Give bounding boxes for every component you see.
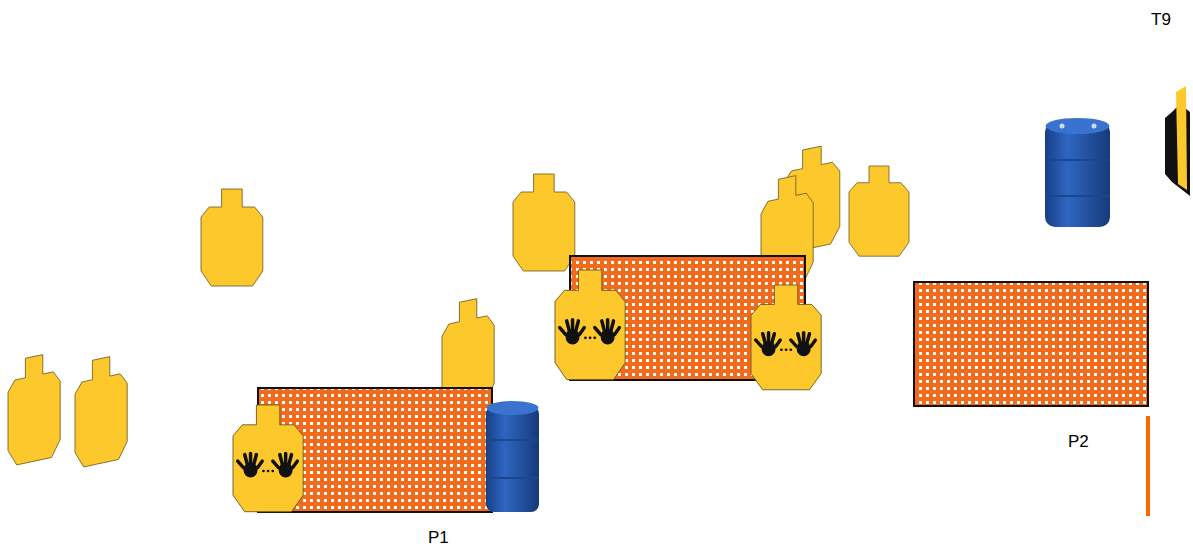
position-label: P1 bbox=[428, 528, 449, 548]
shoot-target bbox=[849, 166, 909, 256]
no-shoot-target bbox=[233, 405, 303, 512]
shoot-target bbox=[201, 189, 263, 286]
fault-line bbox=[1146, 416, 1150, 516]
swinging-target bbox=[1165, 86, 1190, 196]
barrel bbox=[486, 401, 539, 512]
position-label: P2 bbox=[1068, 432, 1089, 452]
no-shoot-target bbox=[751, 285, 821, 390]
barricade-wall bbox=[914, 282, 1148, 406]
shoot-target bbox=[513, 174, 575, 271]
no-shoot-target bbox=[555, 270, 625, 380]
position-label: T9 bbox=[1151, 10, 1171, 30]
shoot-target bbox=[75, 353, 127, 469]
barrel bbox=[1045, 118, 1110, 227]
shoot-target bbox=[8, 351, 60, 467]
